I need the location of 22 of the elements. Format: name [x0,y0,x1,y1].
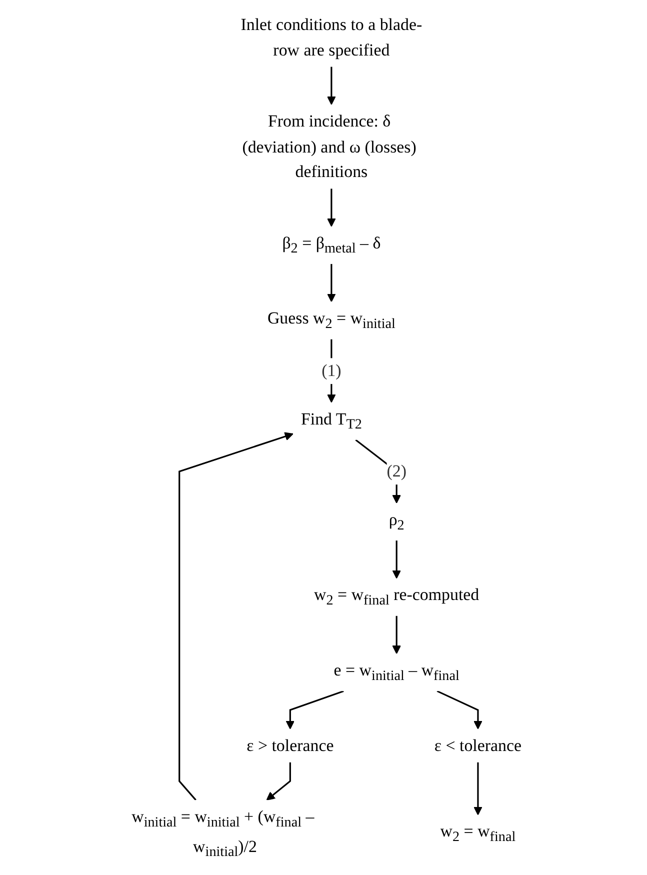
arrow [392,540,401,579]
node-label: w$_{2}$ = w$_{final}$ re-computed [314,585,480,609]
node-label: Guess w$_{2}$ = w$_{initial}$ [267,308,396,332]
node-label: ρ$_{2}$ [388,510,404,534]
arrow [327,264,336,302]
node-label: Inlet conditions to a blade-row are specified [240,14,422,60]
arrow [266,762,291,800]
arrow [436,690,482,730]
node-label: ε < tolerance [434,736,522,755]
arrow [286,690,344,730]
arrow [474,762,482,816]
arrow [178,432,294,801]
node-label: Find T$_{T2}$ [300,409,362,433]
arrow [327,66,336,105]
arrow [392,616,401,654]
arrow [327,188,336,227]
node-label: β$_{2}$ = β$_{metal}$ – δ [282,233,381,257]
node-label: ε > tolerance [246,736,334,755]
node-label: w$_{2}$ = w$_{final}$ [440,822,516,846]
node-label: e = w$_{initial}$ – w$_{final}$ [334,660,460,684]
node-label: From incidence: δ (deviation) and ω (losses) definitions [242,111,416,182]
node-label: w$_{initial}$ = w$_{initial}$ + (w$_{final}$ – w$_{initial}$)/2 [132,807,314,860]
